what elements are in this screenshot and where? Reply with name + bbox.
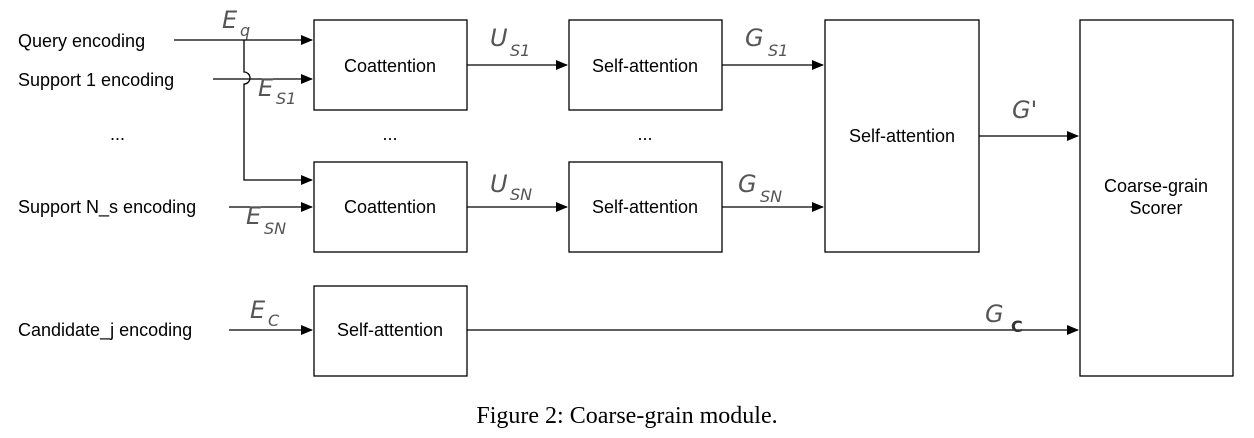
candidate-self-attention-box (313, 285, 468, 377)
coarse-grain-scorer-box (1079, 19, 1234, 377)
svg-text:G: G (738, 170, 757, 198)
svg-text:U: U (490, 24, 508, 52)
svg-text:SN: SN (264, 219, 286, 238)
self-attention-n-label: Self-attention (592, 197, 698, 217)
figure-caption: Figure 2: Coarse-grain module. (476, 403, 777, 429)
scorer-label-line1: Coarse-grain (1104, 176, 1208, 196)
annotation-ec: E C (250, 296, 280, 330)
coattention-1-label: Coattention (344, 56, 436, 76)
query-to-coattention-n-arrow (243, 40, 313, 185)
svg-text:G: G (985, 300, 1004, 328)
self-attention-ellipsis: ... (637, 124, 652, 144)
coattention-n-label: Coattention (344, 197, 436, 217)
annotation-gsn: G SN (738, 170, 782, 206)
svg-text:C: C (1011, 317, 1023, 336)
self-attention-box-n (568, 161, 723, 253)
svg-text:S1: S1 (510, 41, 530, 60)
annotation-es1: E S1 (258, 74, 296, 108)
annotation-esn: E SN (246, 202, 286, 238)
annotation-us1: U S1 (490, 24, 530, 60)
svg-text:G: G (745, 24, 764, 52)
svg-text:E: E (250, 296, 266, 324)
candidate-self-attention-label: Self-attention (337, 320, 443, 340)
svg-text:SN: SN (760, 187, 782, 206)
svg-text:E: E (258, 74, 274, 102)
coattention-box-n (313, 161, 468, 253)
svg-text:S1: S1 (276, 89, 296, 108)
coattention-ellipsis: ... (382, 124, 397, 144)
inputs-ellipsis: ... (110, 124, 125, 144)
svg-text:E: E (246, 202, 262, 230)
support-1-encoding-label: Support 1 encoding (18, 70, 174, 90)
svg-text:E: E (222, 6, 238, 34)
candidate-j-encoding-label: Candidate_j encoding (18, 320, 192, 341)
svg-text:SN: SN (510, 185, 532, 204)
svg-text:S1: S1 (768, 41, 788, 60)
scorer-label-line2: Scorer (1129, 198, 1182, 218)
svg-text:U: U (490, 170, 508, 198)
aggregate-self-attention-label: Self-attention (849, 126, 955, 146)
annotation-gprime: G' (1012, 96, 1037, 124)
svg-text:q: q (240, 21, 250, 40)
coattention-box-1 (313, 19, 468, 111)
annotation-gc: G C (985, 300, 1023, 336)
support-ns-encoding-label: Support N_s encoding (18, 197, 196, 218)
annotation-usn: U SN (490, 170, 532, 204)
svg-text:C: C (268, 311, 280, 330)
self-attention-1-label: Self-attention (592, 56, 698, 76)
annotation-gs1: G S1 (745, 24, 788, 60)
query-encoding-label: Query encoding (18, 31, 145, 51)
annotation-eq: E q (222, 6, 250, 40)
